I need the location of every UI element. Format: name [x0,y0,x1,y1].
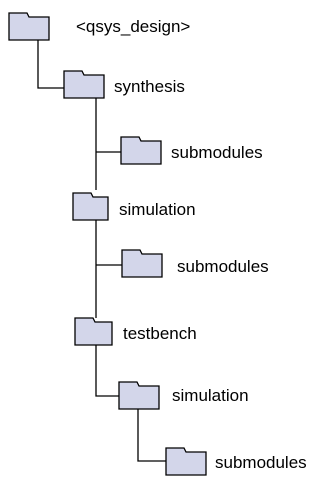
folder-icon [63,70,105,99]
folder-icon [74,317,113,346]
connector-simulation-submodules-leaf [137,408,166,462]
folder-icon [121,249,163,278]
node-label-testbench-simulation-submodules: submodules [215,453,307,472]
node-label-simulation-submodules: submodules [177,257,269,276]
node-label-simulation: simulation [119,200,196,219]
tree-node-testbench-simulation[interactable]: simulation [118,381,249,410]
tree-node-simulation-submodules[interactable]: submodules [121,249,269,278]
node-label-root: <qsys_design> [76,17,190,36]
tree-connectors [37,40,166,462]
tree-node-testbench-simulation-submodules[interactable]: submodules [165,447,307,476]
folder-icon [72,192,109,221]
folder-icon [118,381,160,410]
connector-testbench-simulation [95,345,119,397]
node-label-synthesis-submodules: submodules [171,143,263,162]
connector-root-synthesis [37,40,64,89]
tree-node-synthesis[interactable]: synthesis [63,70,185,99]
folder-icon [165,447,207,476]
node-label-synthesis: synthesis [114,77,185,96]
folder-icon [8,12,50,41]
tree-node-root[interactable]: <qsys_design> [8,12,190,41]
tree-node-simulation[interactable]: simulation [72,192,196,221]
tree-node-testbench[interactable]: testbench [74,317,197,346]
node-label-testbench: testbench [123,324,197,343]
node-label-testbench-simulation: simulation [172,386,249,405]
tree-node-synthesis-submodules[interactable]: submodules [120,136,263,165]
folder-icon [120,136,162,165]
